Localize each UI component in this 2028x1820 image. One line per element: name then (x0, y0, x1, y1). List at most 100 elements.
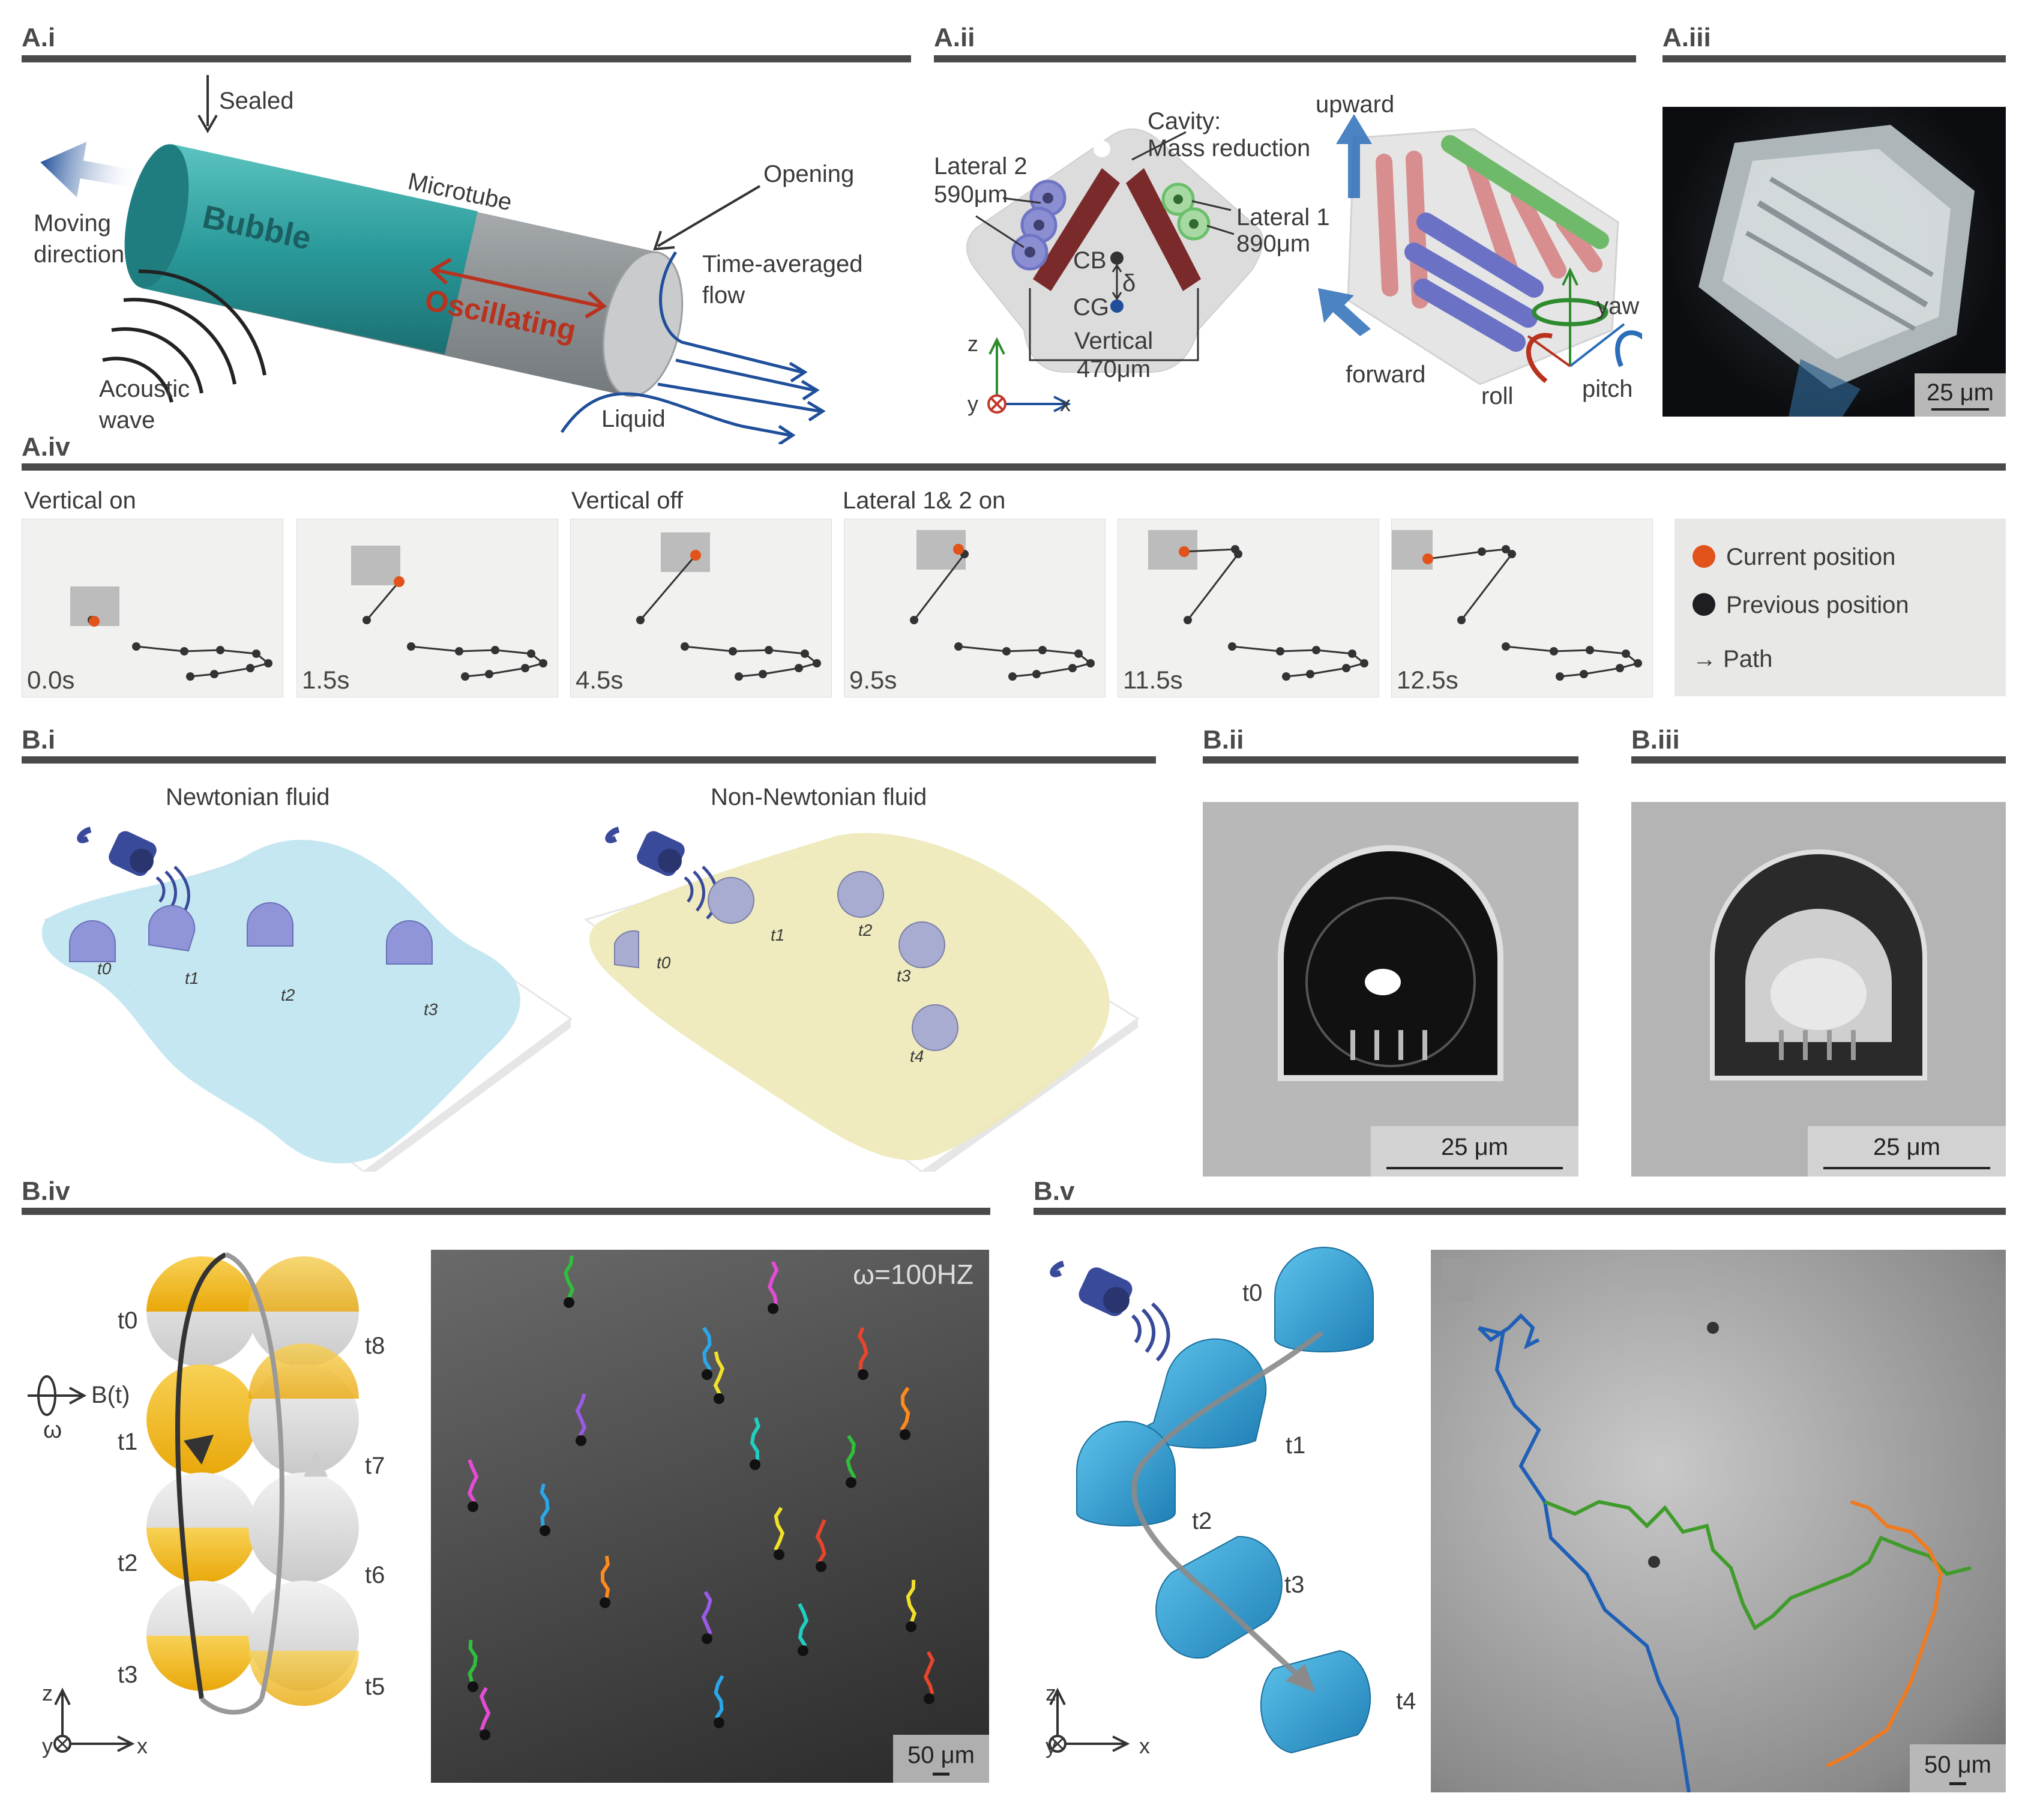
opening-label: Opening (763, 161, 855, 187)
timelapse-frame: 12.5s (1391, 519, 1653, 698)
micrograph-robot-shape (1699, 125, 1975, 417)
frame-time-label: 4.5s (576, 666, 624, 694)
biv-axis-y: y (42, 1734, 53, 1758)
swarm-robot (564, 1297, 574, 1308)
frame-path (910, 530, 1095, 681)
biv-t5: t5 (365, 1674, 385, 1700)
biv-t7: t7 (365, 1453, 385, 1479)
scale-bar: 50 μm (893, 1735, 989, 1783)
biii-robot-shape (1710, 849, 1927, 1080)
swarm-track (900, 1387, 910, 1431)
previous-position-marker (264, 659, 272, 667)
previous-position-marker (1032, 670, 1041, 678)
robot-non-newtonian-t2 (837, 871, 884, 918)
lateral1-label-1: Lateral 1 (1236, 204, 1330, 231)
previous-position-marker (1038, 646, 1047, 654)
previous-position-marker (1556, 672, 1564, 681)
frame-path (636, 532, 821, 681)
section-rule (22, 756, 1156, 764)
timelapse-frame: 0.0s (22, 519, 283, 698)
timelapse-frame: 11.5s (1118, 519, 1379, 698)
bv-t4: t4 (1396, 1688, 1416, 1714)
previous-position-marker (1231, 545, 1239, 553)
panel-label-aiv: A.iv (22, 432, 70, 462)
bi-newtonian-t2: t2 (281, 986, 295, 1004)
omega-label: ω (43, 1417, 62, 1443)
swarm-robot (816, 1561, 826, 1572)
legend-path: → Path (1693, 646, 1773, 672)
previous-position-marker (795, 664, 803, 672)
sphere-t7 (248, 1343, 359, 1475)
frame-time-label: 1.5s (302, 666, 350, 694)
bi-newtonian-t0: t0 (97, 959, 112, 978)
biv-t0: t0 (118, 1307, 138, 1334)
biv-t6: t6 (365, 1562, 385, 1588)
previous-position-marker (1502, 545, 1510, 553)
cap-t4 (1260, 1650, 1371, 1754)
swarm-robot (540, 1525, 550, 1536)
forward-arrow (1318, 288, 1371, 336)
axis-z-label: z (967, 331, 978, 356)
previous-position-marker (1580, 670, 1588, 678)
swarm-track (750, 1417, 760, 1460)
previous-position-marker (1457, 616, 1466, 624)
swarm-track (798, 1603, 808, 1647)
vertical-tube-right (1126, 168, 1201, 291)
sphere-t3 (146, 1580, 257, 1691)
single-robot-tracks (1442, 1258, 1972, 1792)
current-position-marker (394, 576, 405, 587)
previous-position-marker (681, 642, 689, 651)
section-rule (1631, 756, 2006, 764)
cavity-label-1: Cavity: (1148, 108, 1221, 134)
panel-label-biii: B.iii (1631, 725, 1680, 755)
sphere-t1 (146, 1364, 257, 1475)
path-line (1232, 645, 1367, 678)
previous-position-marker (180, 647, 188, 655)
previous-position-marker (186, 672, 194, 681)
frame-time-label: 12.5s (1397, 666, 1458, 694)
swarm-robot (576, 1435, 586, 1446)
cavity (1094, 140, 1110, 157)
bv-t0: t0 (1242, 1280, 1263, 1306)
lateral1-label-2: 890μm (1236, 231, 1311, 257)
robot-newtonian-t1 (148, 905, 196, 952)
forward-label: forward (1346, 361, 1426, 388)
panel-label-biv: B.iv (22, 1177, 70, 1206)
robot-newtonian-t0 (69, 920, 116, 962)
legend-previous: Previous position (1726, 592, 1909, 618)
swarm-robot (924, 1693, 934, 1704)
scale-bar: 50 μm (1910, 1744, 2006, 1792)
previous-position-marker (1348, 649, 1356, 658)
robot-snapshot (351, 546, 400, 585)
moving-direction-label-1: Moving (34, 210, 111, 237)
flow-label-2: flow (702, 282, 745, 309)
phase-label-vertical-off: Vertical off (571, 487, 684, 514)
upward-arrow (1336, 114, 1372, 198)
previous-position-marker (1312, 646, 1320, 654)
swarm-track (713, 1351, 725, 1395)
bi-newtonian-t1: t1 (185, 969, 199, 987)
robot-snapshot (1148, 530, 1197, 570)
swarm-track (846, 1435, 856, 1479)
frame-time-label: 9.5s (849, 666, 897, 694)
swarm-robot (480, 1729, 490, 1740)
bi-non-newtonian-t1: t1 (771, 926, 785, 944)
frame-path (1392, 530, 1642, 681)
transducer-bv (1050, 1261, 1170, 1362)
acoustic-wave-label-1: Acoustic (99, 376, 190, 402)
previous-position-marker (252, 649, 260, 658)
sphere-t6 (248, 1472, 359, 1583)
robot-newtonian-t3 (386, 920, 433, 965)
previous-position-dot (1693, 593, 1715, 616)
lateral2-label-1: Lateral 2 (934, 153, 1028, 179)
previous-position-marker (1276, 647, 1284, 655)
bi-non-newtonian-t4: t4 (910, 1047, 924, 1065)
swarm-track (540, 1483, 550, 1526)
micrograph-biii: 25 μm (1631, 802, 2006, 1177)
biv-t8: t8 (365, 1333, 385, 1359)
previous-position-marker (1360, 659, 1368, 667)
cg-label: CG (1073, 294, 1109, 321)
biv-t1: t1 (118, 1429, 138, 1455)
swarm-track (768, 1261, 779, 1304)
previous-position-marker (1002, 647, 1011, 655)
